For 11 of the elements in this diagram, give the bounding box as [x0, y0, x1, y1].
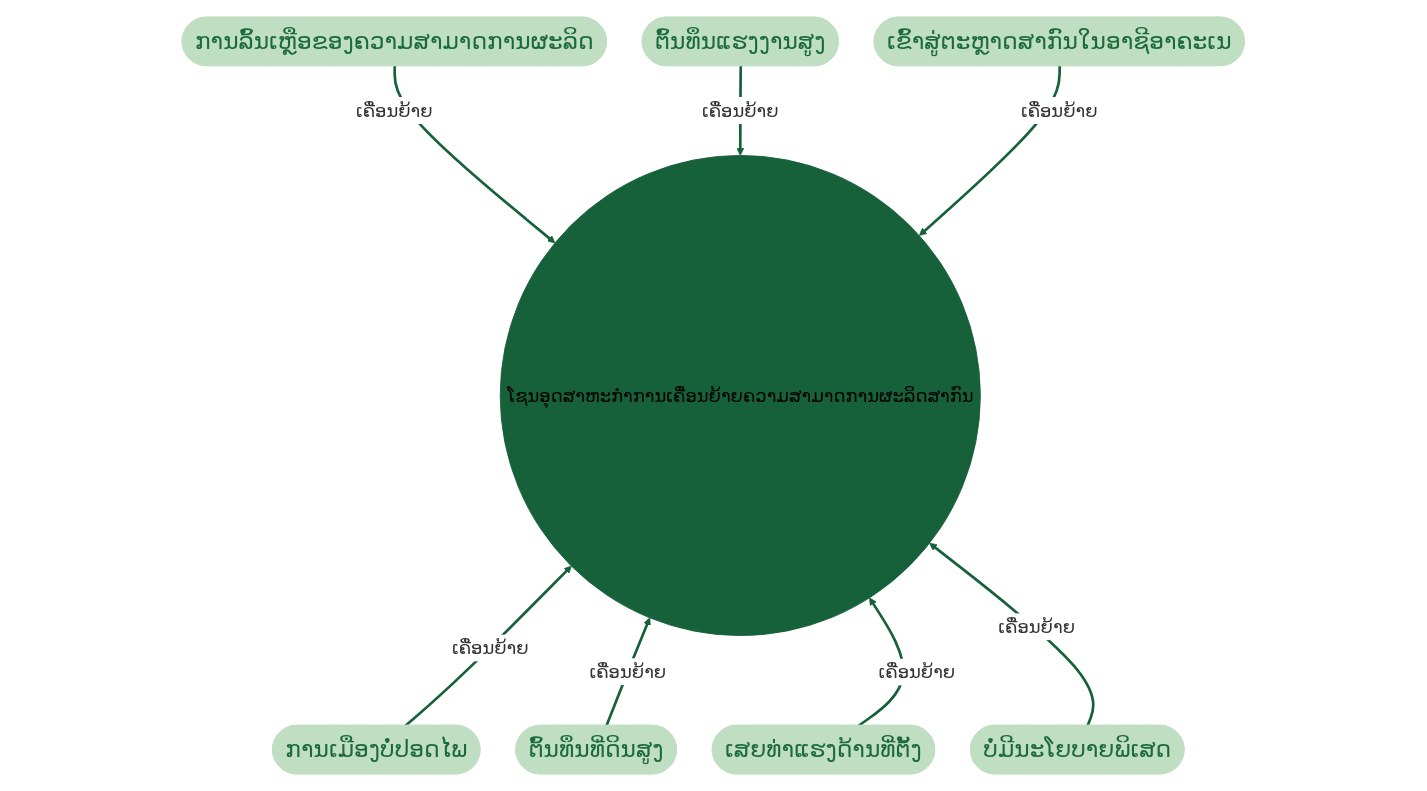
arrow [404, 565, 572, 727]
edge-label: ເຄື່ອນຍ້າຍ [589, 660, 667, 683]
arrow [929, 542, 1095, 727]
edge-label: ເຄື່ອນຍ້າຍ [702, 99, 779, 122]
edge-label: ເຄື່ອນຍ້າຍ [878, 661, 956, 683]
edge-label: ເຄື່ອນຍ້າຍ [452, 637, 529, 659]
edge-label: ເຄື່ອນຍ້າຍ [1021, 99, 1098, 122]
node-circle [500, 154, 982, 636]
edge-label: ເຄື່ອນຍ້າຍ [356, 99, 433, 122]
diagram: ເຄື່ອນຍ້າຍ ເຄື່ອນຍ້າຍ ເຄື່ອນຍ້າຍ ເຄື່ອນຍ້າຍ ເຄື່ອນຍ້າຍ ເຄື່ອນຍ້າຍ ເຄື່ອນຍ້າຍ ການລົ້ນເຫຼືອຂອງຄວາມສາມາດການຜະລິດ ຕົ້ນທຶນແຮງງານສູງ ເຂົ້າສູ່ຕະຫຼາດສາກົນໃນອາຊີອາຄະເນ ໂຊນອຸດສາຫະກຳການເຄື່ອນຍ້າຍຄວາມສາມາດການຜະລິດສາກົນ ການເມືອງບໍ່ປອດໄພ ຕົ້ນທຶນທີ່ດິນສູງ ເສຍທ່າແຮງດ້ານທີ່ຕັ້ງ ບໍ່ມີນະໂຍບາຍພິເສດ [175, 10, 1252, 781]
edge-label: ເຄື່ອນຍ້າຍ [998, 616, 1076, 638]
